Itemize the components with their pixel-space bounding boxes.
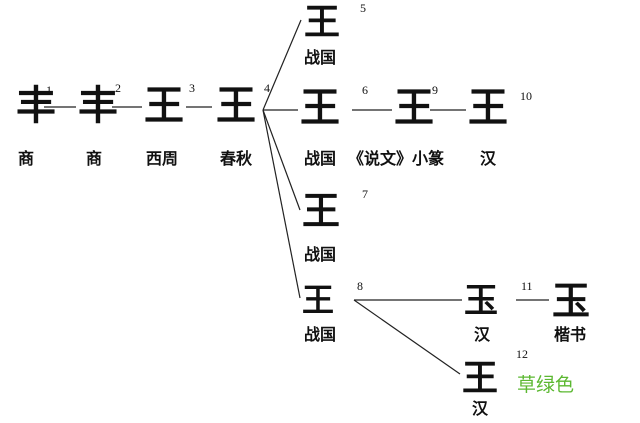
number-7: 7 bbox=[362, 187, 368, 201]
glyph-9: 王 bbox=[394, 84, 434, 131]
number-5: 5 bbox=[360, 1, 366, 15]
glyph-12: 王 bbox=[462, 357, 499, 399]
label-11b: 楷书 bbox=[554, 325, 587, 344]
glyph-10: 王 bbox=[468, 84, 508, 131]
glyph-1: 丰 bbox=[16, 82, 56, 129]
number-1: 1 bbox=[46, 83, 52, 97]
glyph-8: 王 bbox=[302, 281, 335, 319]
number-10: 10 bbox=[520, 89, 532, 103]
number-6: 6 bbox=[362, 83, 368, 97]
label-3: 西周 bbox=[146, 149, 179, 168]
glyph-4: 王 bbox=[216, 82, 256, 129]
glyph-7: 王 bbox=[302, 188, 341, 233]
label-2: 商 bbox=[86, 149, 103, 168]
label-7: 战国 bbox=[304, 245, 337, 264]
label-12: 汉 bbox=[472, 399, 489, 418]
label-6: 战国 bbox=[304, 149, 337, 168]
glyph-11: 玉 bbox=[464, 281, 498, 321]
number-9: 9 bbox=[432, 83, 438, 97]
number-8: 8 bbox=[357, 279, 363, 293]
connector-4-8 bbox=[262, 109, 301, 299]
label-9: 《说文》小篆 bbox=[348, 149, 445, 168]
label-10: 汉 bbox=[480, 149, 497, 168]
connector-4-5 bbox=[262, 19, 302, 111]
number-3: 3 bbox=[189, 81, 195, 95]
number-4: 4 bbox=[264, 81, 270, 95]
number-11: 11 bbox=[521, 279, 533, 293]
glyph-2: 丰 bbox=[78, 82, 118, 129]
label-8: 战国 bbox=[304, 325, 337, 344]
glyph-5: 王 bbox=[304, 1, 341, 43]
number-12: 12 bbox=[516, 347, 528, 361]
glyph-3: 王 bbox=[144, 82, 184, 129]
color-note: 草绿色 bbox=[517, 374, 575, 396]
connector-8-12 bbox=[353, 299, 461, 375]
label-5: 战国 bbox=[304, 48, 337, 67]
label-11: 汉 bbox=[474, 325, 491, 344]
label-4: 春秋 bbox=[220, 149, 253, 168]
glyph-6: 王 bbox=[300, 84, 340, 131]
number-2: 2 bbox=[115, 81, 121, 95]
connector-4-7 bbox=[262, 109, 301, 211]
glyph-11b: 玉 bbox=[552, 278, 591, 323]
label-1: 商 bbox=[18, 149, 35, 168]
